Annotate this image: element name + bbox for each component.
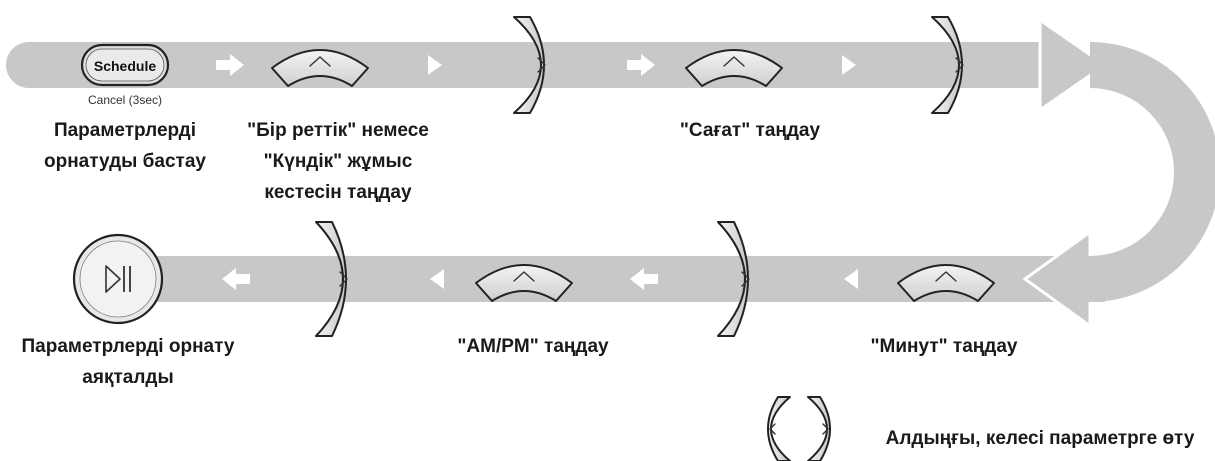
mode-label-line3: кестесін таңдау	[264, 182, 412, 203]
play-pause-button[interactable]	[72, 233, 164, 325]
top-band	[6, 42, 1086, 88]
u-turn-band	[1090, 42, 1215, 302]
top-arrow-head	[1038, 17, 1108, 113]
right-key-icon[interactable]	[931, 16, 964, 114]
start-label-line2: орнатуды бастау	[44, 151, 206, 172]
finish-label-line1: Параметрлерді орнату	[22, 336, 235, 357]
schedule-button-label: Schedule	[94, 58, 156, 74]
arrow-left-icon	[222, 268, 250, 290]
legend-right-key-icon	[807, 396, 831, 461]
hour-label: "Сағат" таңдау	[680, 120, 821, 141]
legend-text: Алдыңғы, келесі параметрге өту	[886, 428, 1195, 449]
mode-label-line2: "Күндік" жұмыс	[264, 151, 413, 172]
cancel-hint: Cancel (3sec)	[88, 93, 162, 107]
play-pause-icon	[105, 265, 131, 293]
up-key-icon[interactable]	[475, 264, 573, 302]
mode-label-line1: "Бір реттік" немесе	[247, 120, 429, 141]
schedule-button[interactable]: Schedule	[80, 43, 170, 87]
right-key-icon[interactable]	[315, 221, 348, 337]
right-key-icon[interactable]	[513, 16, 546, 114]
up-key-icon[interactable]	[897, 264, 995, 302]
triangle-left-icon	[844, 269, 858, 289]
right-key-icon[interactable]	[717, 221, 750, 337]
triangle-right-icon	[428, 55, 442, 75]
triangle-left-icon	[430, 269, 444, 289]
start-label-line1: Параметрлерді	[54, 120, 196, 141]
triangle-right-icon	[842, 55, 856, 75]
ampm-label: "AM/PM" таңдау	[457, 336, 609, 357]
minute-label: "Минут" таңдау	[871, 336, 1018, 357]
arrow-right-icon	[216, 54, 244, 76]
arrow-left-icon	[630, 268, 658, 290]
legend-left-key-icon	[767, 396, 791, 461]
bottom-band	[100, 256, 1100, 302]
finish-label-line2: аяқталды	[82, 367, 173, 388]
up-key-icon[interactable]	[271, 49, 369, 87]
up-key-icon[interactable]	[685, 49, 783, 87]
arrow-right-icon	[627, 54, 655, 76]
